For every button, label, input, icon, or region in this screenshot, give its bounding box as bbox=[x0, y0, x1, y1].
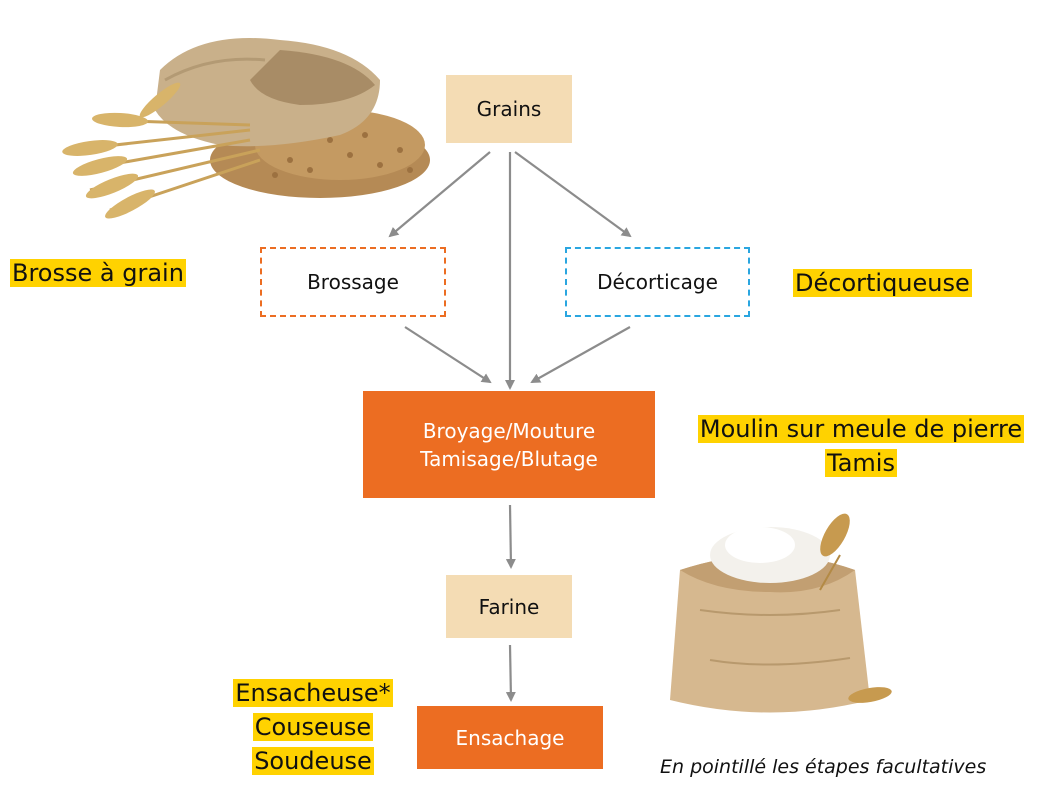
equipment-decortiqueuse: Décortiqueuse bbox=[793, 268, 972, 298]
equipment-moulin-label: Moulin sur meule de pierre bbox=[698, 415, 1024, 443]
equipment-tamis-label: Tamis bbox=[825, 449, 897, 477]
node-decorticage: Décorticage bbox=[565, 247, 750, 317]
equipment-couseuse-label: Couseuse bbox=[253, 713, 373, 741]
arrow-grains-brossage bbox=[390, 152, 490, 236]
node-ensachage: Ensachage bbox=[417, 706, 603, 769]
arrow-broyage-farine bbox=[510, 505, 511, 567]
node-farine-label: Farine bbox=[479, 595, 540, 619]
equipment-brosse: Brosse à grain bbox=[10, 258, 186, 288]
node-ensachage-label: Ensachage bbox=[456, 726, 565, 750]
node-brossage: Brossage bbox=[260, 247, 446, 317]
arrow-grains-decorticage bbox=[515, 152, 630, 236]
node-farine: Farine bbox=[446, 575, 572, 638]
node-decorticage-label: Décorticage bbox=[597, 270, 718, 294]
arrow-farine-ensachage bbox=[510, 645, 511, 700]
equipment-decortiqueuse-label: Décortiqueuse bbox=[793, 269, 972, 297]
equipment-broyage-list: Moulin sur meule de pierre Tamis bbox=[680, 414, 1042, 478]
arrow-brossage-broyage bbox=[405, 327, 490, 382]
equipment-soudeuse-label: Soudeuse bbox=[252, 747, 374, 775]
node-tamisage-label: Tamisage/Blutage bbox=[420, 445, 598, 473]
arrow-decorticage-broyage bbox=[532, 327, 630, 382]
equipment-ensacheuse-label: Ensacheuse* bbox=[233, 679, 392, 707]
node-broyage-label: Broyage/Mouture bbox=[423, 417, 595, 445]
node-grains: Grains bbox=[446, 75, 572, 143]
equipment-ensachage-list: Ensacheuse* Couseuse Soudeuse bbox=[218, 676, 408, 778]
node-brossage-label: Brossage bbox=[307, 270, 399, 294]
legend-note: En pointillé les étapes facultatives bbox=[660, 756, 986, 778]
node-broyage-tamisage: Broyage/Mouture Tamisage/Blutage bbox=[363, 391, 655, 498]
node-grains-label: Grains bbox=[477, 97, 542, 121]
equipment-brosse-label: Brosse à grain bbox=[10, 259, 186, 287]
